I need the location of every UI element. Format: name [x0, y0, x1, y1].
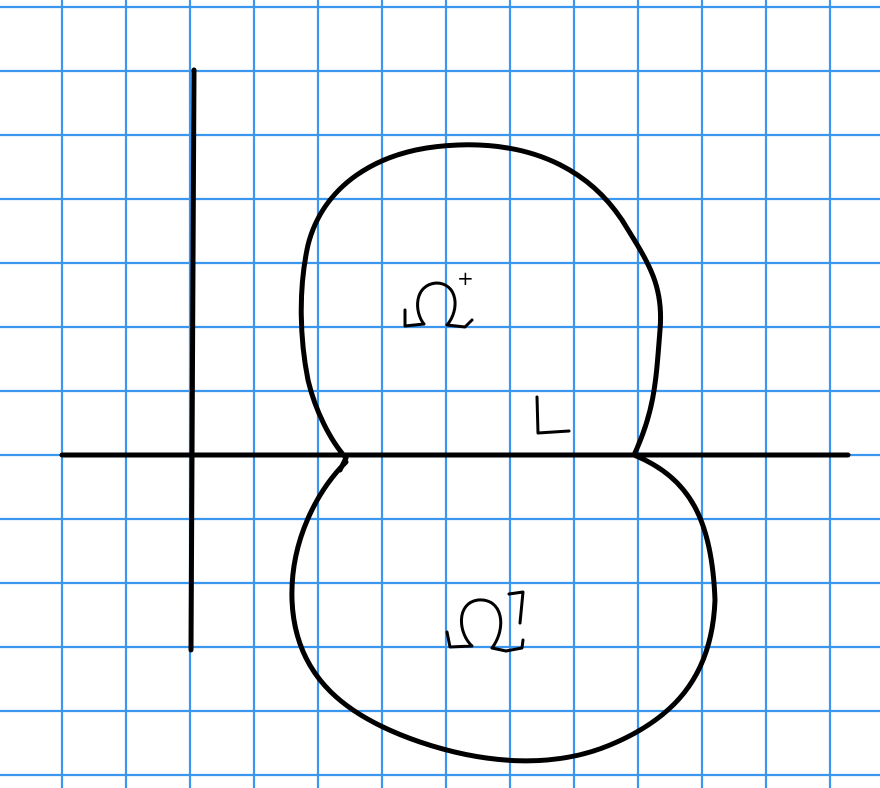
omega-minus-label — [445, 590, 525, 653]
omega-plus-label: + — [403, 266, 474, 329]
upper-region-boundary — [298, 142, 664, 461]
cusp-mark — [337, 455, 349, 473]
contour-l-glyph — [535, 395, 571, 435]
omega-plus-superscript: + — [457, 266, 474, 290]
omega-minus-superscript-mark — [507, 590, 525, 625]
omega-plus-glyph — [403, 281, 474, 329]
vertical-axis — [188, 67, 197, 653]
lower-region-boundary — [289, 452, 718, 764]
omega-minus-glyph — [445, 598, 525, 653]
contour-label — [535, 395, 571, 435]
